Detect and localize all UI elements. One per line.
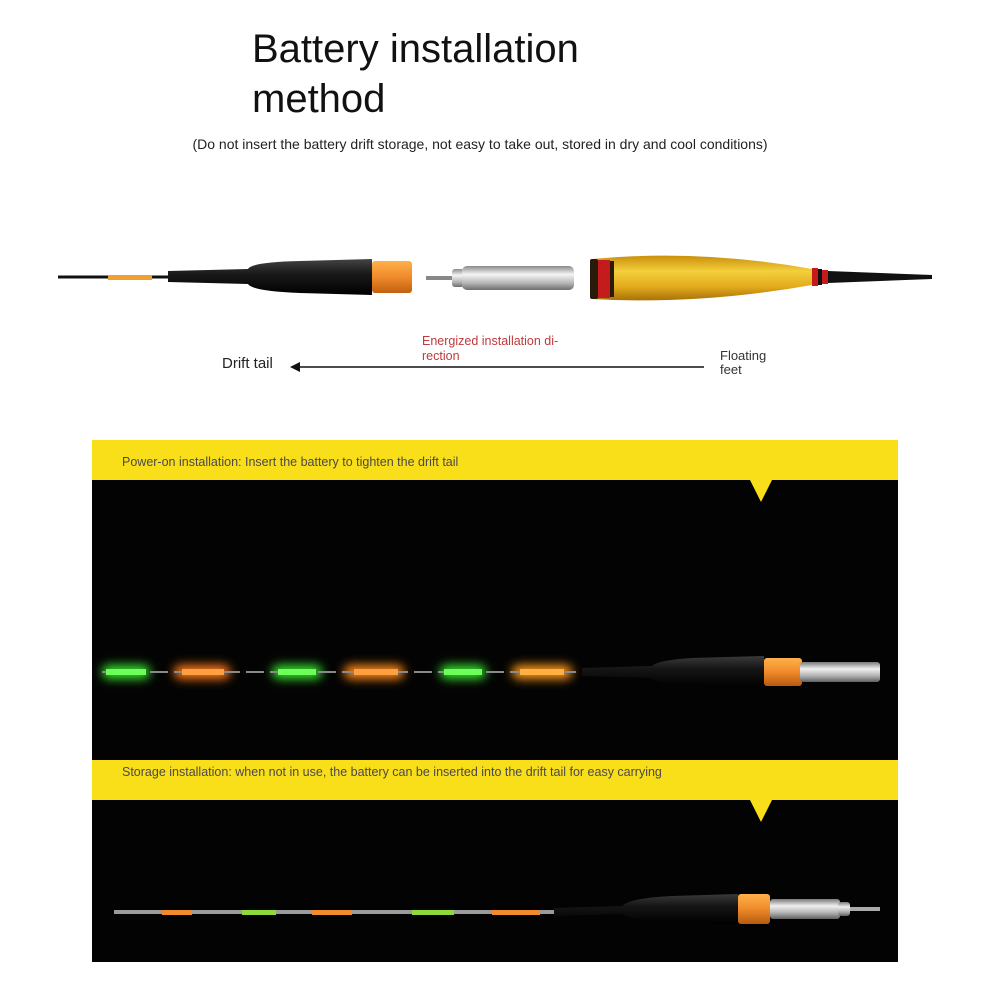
floating-feet-label: Floating feet [720, 348, 767, 377]
drift-tail-label: Drift tail [222, 355, 273, 372]
drift-tail-part [58, 259, 412, 295]
storage-photo [92, 800, 898, 962]
power-on-banner: Power-on installation: Insert the batter… [92, 440, 898, 480]
battery-part [426, 266, 574, 290]
storage-panel: Storage installation: when not in use, t… [92, 760, 898, 962]
storage-caption: Storage installation: when not in use, t… [122, 765, 662, 779]
direction-label: Energized installation di-rection [422, 334, 559, 363]
direction-arrow [290, 362, 704, 372]
power-on-pointer [750, 480, 772, 502]
storage-note: (Do not insert the battery drift storage… [192, 136, 768, 152]
float-parts-illustration [58, 255, 932, 301]
float-body-part [590, 255, 932, 301]
lit-float-illustration [102, 656, 880, 688]
storage-banner: Storage installation: when not in use, t… [92, 760, 898, 800]
page-title: Battery installation method [252, 27, 579, 121]
power-on-panel: Power-on installation: Insert the batter… [92, 440, 898, 760]
power-on-photo [92, 480, 898, 760]
storage-pointer [750, 800, 772, 822]
power-on-caption: Power-on installation: Insert the batter… [122, 455, 459, 469]
stored-float-illustration [114, 894, 880, 924]
